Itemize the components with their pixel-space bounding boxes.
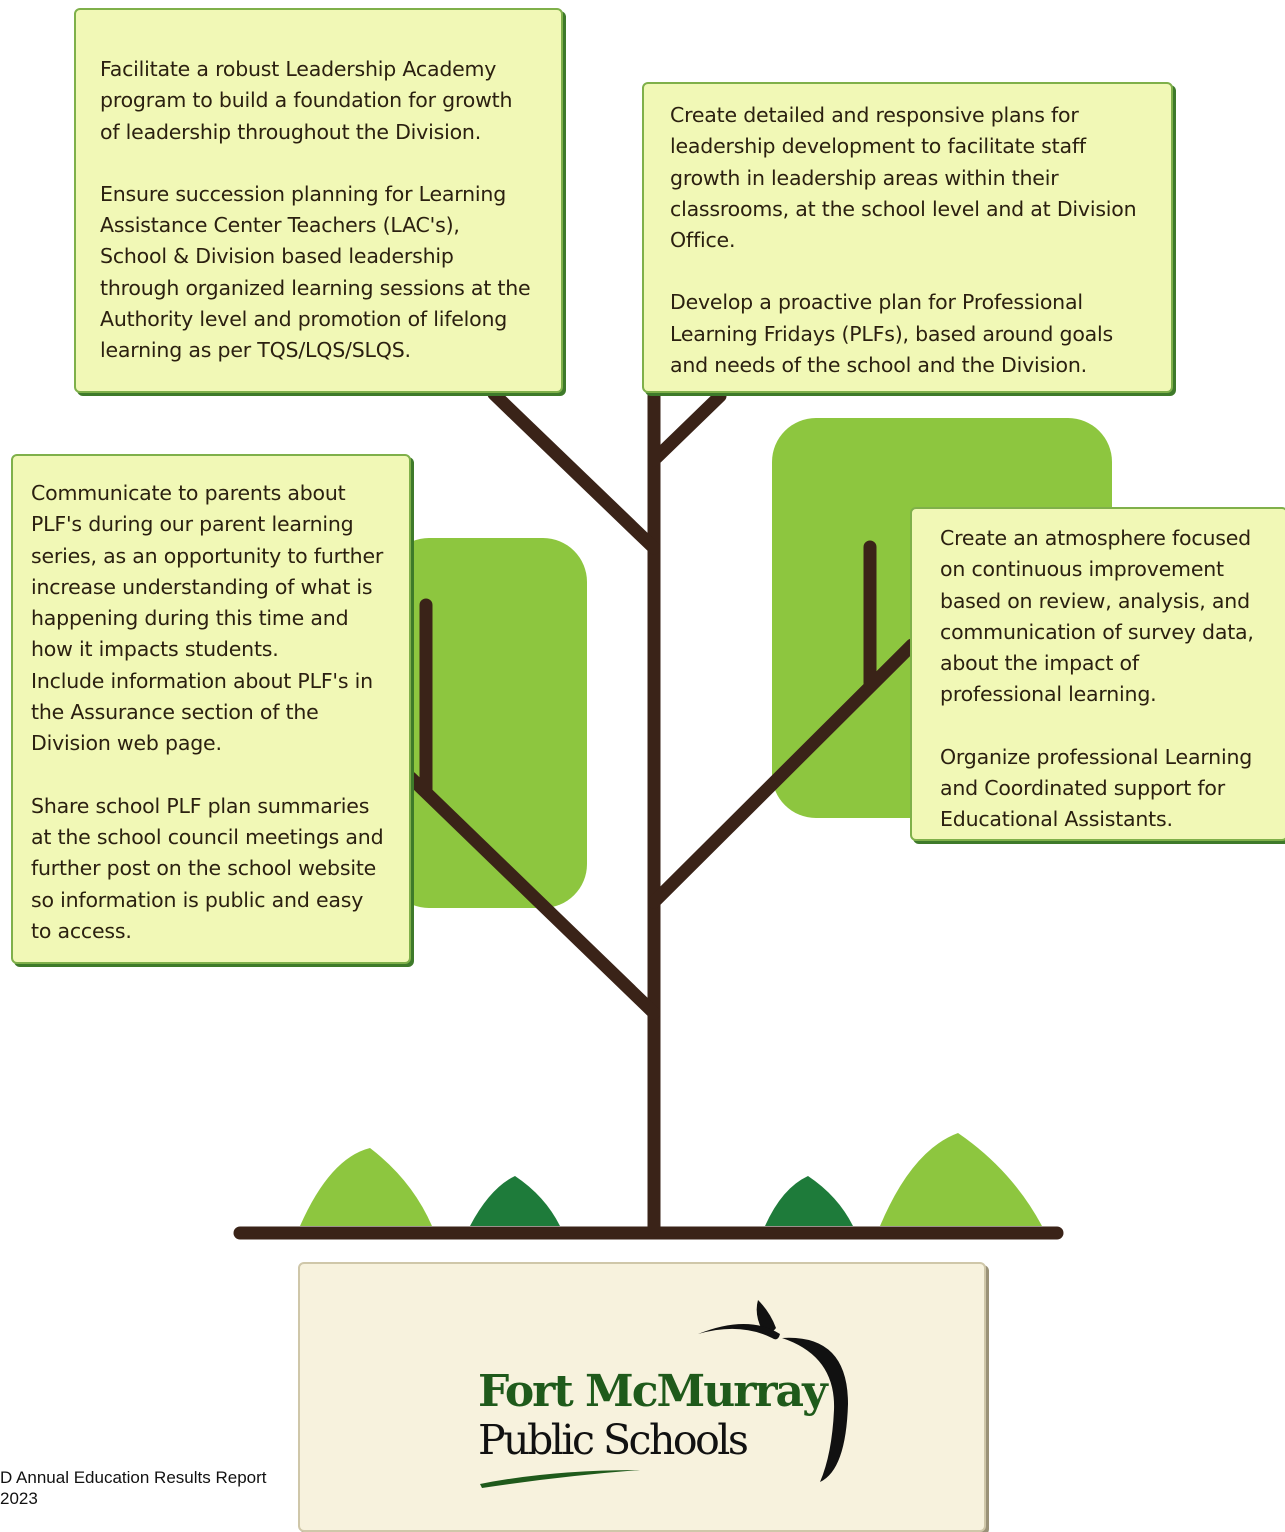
box-paragraph: Create an atmosphere focused on continuo… [940,526,1254,707]
ground-leaf-4 [880,1133,1042,1226]
box-paragraph: Create detailed and responsive plans for… [670,103,1137,253]
leadership-academy-box: Facilitate a robust Leadership Academy p… [74,8,563,393]
footer-year: 2023 [0,1489,38,1508]
page-footer: D Annual Education Results Report 2023 [0,1467,267,1509]
continuous-improvement-box: Create an atmosphere focused on continuo… [910,507,1285,841]
parent-communication-box: Communicate to parents about PLF's durin… [11,454,411,964]
branch-upper-left [487,387,661,555]
ground-leaf-2 [470,1176,560,1226]
box-paragraph: Facilitate a robust Leadership Academy p… [100,57,513,144]
ground-leaf-3 [765,1176,853,1226]
box-paragraph: Ensure succession planning for Learning … [100,181,531,363]
leaf-square-left [385,538,587,908]
branch-lower-left [404,771,661,1020]
box-paragraph: Communicate to parents about PLF's durin… [31,481,384,756]
ground-leaf-1 [300,1148,432,1226]
branch-upper-right [647,389,727,467]
box-paragraph: Organize professional Learning and Coord… [940,744,1253,832]
logo-subtitle: Public Schools [478,1416,749,1464]
box-paragraph: Develop a proactive plan for Professiona… [670,290,1114,378]
footer-report-title: D Annual Education Results Report [0,1468,267,1487]
logo-title: Fort McMurray [478,1366,828,1417]
apple-logo-icon [480,1300,848,1488]
leadership-development-box: Create detailed and responsive plans for… [642,82,1173,393]
box-paragraph: Share school PLF plan summaries at the s… [31,793,384,943]
logo-plaque: Fort McMurray Public Schools [298,1262,986,1532]
